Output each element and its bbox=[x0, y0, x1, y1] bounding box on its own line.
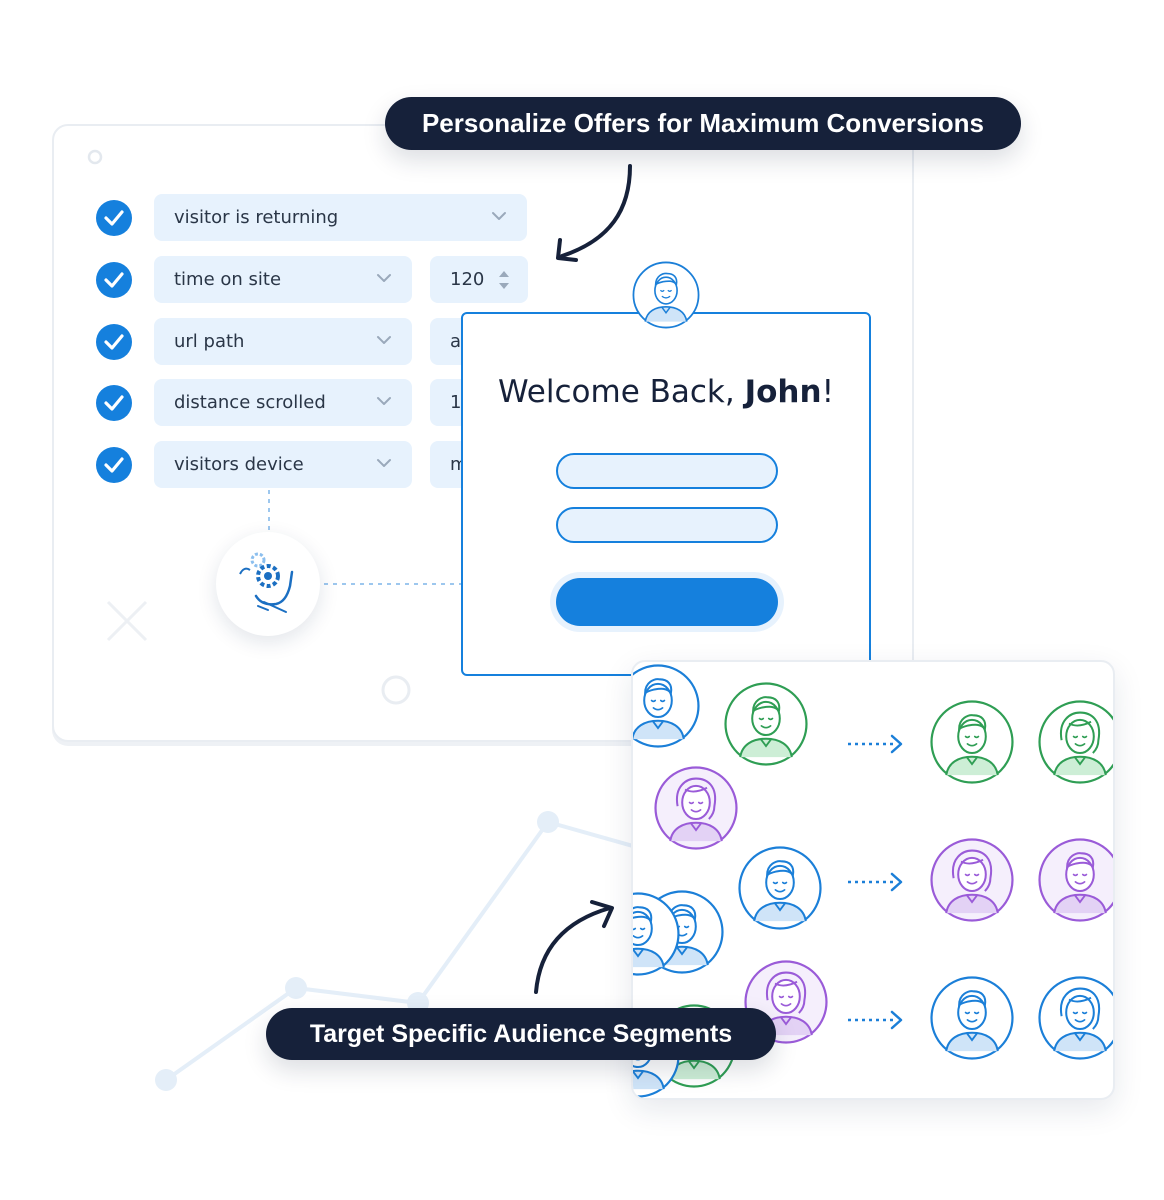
john-avatar bbox=[629, 258, 703, 338]
chevron-down-icon bbox=[377, 459, 391, 467]
rule-condition-select[interactable]: time on site bbox=[154, 256, 412, 303]
chevron-down-icon bbox=[377, 397, 391, 405]
dotted-arrow-icon bbox=[846, 870, 906, 899]
rule-value-input[interactable]: 120 bbox=[430, 256, 528, 303]
user-avatar-icon bbox=[633, 662, 704, 757]
check-circle-icon[interactable] bbox=[96, 385, 132, 421]
rule-condition-select[interactable]: distance scrolled bbox=[154, 379, 412, 426]
user-avatar-icon bbox=[650, 762, 742, 859]
curved-arrow-icon bbox=[556, 164, 632, 262]
check-circle-icon[interactable] bbox=[96, 324, 132, 360]
callout-target-segments: Target Specific Audience Segments bbox=[266, 1008, 776, 1060]
user-avatar-icon bbox=[734, 842, 826, 939]
user-avatar-icon bbox=[1034, 972, 1113, 1069]
visitor-name: John bbox=[744, 374, 822, 410]
panel-dot-icon bbox=[87, 149, 103, 165]
stepper-arrows-icon[interactable] bbox=[498, 269, 510, 291]
curved-arrow-up-icon bbox=[534, 900, 614, 994]
submit-button[interactable] bbox=[556, 578, 778, 626]
user-avatar-icon bbox=[926, 972, 1018, 1069]
chevron-down-icon bbox=[377, 336, 391, 344]
first-input-field[interactable] bbox=[556, 453, 778, 489]
rule-condition-label: distance scrolled bbox=[174, 392, 326, 413]
rule-condition-select[interactable]: url path bbox=[154, 318, 412, 365]
user-avatar-icon bbox=[720, 678, 812, 775]
user-avatar-icon bbox=[633, 888, 684, 985]
automation-badge bbox=[216, 532, 320, 636]
gears-hand-icon bbox=[239, 552, 294, 613]
dotted-arrow-icon bbox=[846, 1008, 906, 1037]
check-circle-icon[interactable] bbox=[96, 262, 132, 298]
chevron-down-icon bbox=[377, 274, 391, 282]
decor-ring-icon bbox=[381, 675, 411, 705]
rule-value-text: 120 bbox=[450, 269, 485, 290]
rule-condition-select[interactable]: visitor is returning bbox=[154, 194, 527, 241]
second-input-field[interactable] bbox=[556, 507, 778, 543]
rule-connectors bbox=[268, 490, 464, 585]
rule-condition-label: url path bbox=[174, 331, 245, 352]
chevron-down-icon bbox=[492, 212, 506, 220]
audience-segments-card bbox=[631, 660, 1115, 1100]
welcome-heading: Welcome Back, John! bbox=[497, 374, 835, 410]
check-circle-icon[interactable] bbox=[96, 447, 132, 483]
decor-cross-icon bbox=[106, 600, 148, 642]
rule-condition-select[interactable]: visitors device bbox=[154, 441, 412, 488]
welcome-card: Welcome Back, John! bbox=[461, 312, 871, 676]
user-avatar-icon bbox=[926, 696, 1018, 793]
callout-personalize: Personalize Offers for Maximum Conversio… bbox=[385, 97, 1021, 150]
user-avatar-icon bbox=[1034, 834, 1113, 931]
user-avatar-icon bbox=[926, 834, 1018, 931]
user-avatar-icon bbox=[1034, 696, 1113, 793]
check-circle-icon[interactable] bbox=[96, 200, 132, 236]
rule-condition-label: time on site bbox=[174, 269, 282, 290]
dotted-arrow-icon bbox=[846, 732, 906, 761]
rule-condition-label: visitors device bbox=[174, 454, 304, 475]
rule-condition-label: visitor is returning bbox=[174, 207, 339, 228]
